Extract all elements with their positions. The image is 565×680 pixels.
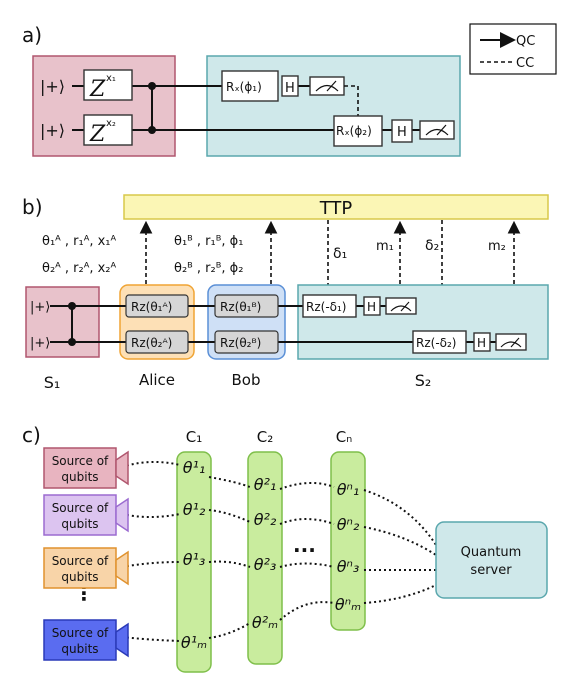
alice-params-1: θ₁ᴬ , r₁ᴬ, x₁ᴬ bbox=[42, 234, 116, 249]
z-gate-1-base: Z bbox=[89, 77, 106, 102]
theta-label-c2-2: θ²₂ bbox=[254, 510, 277, 529]
plus-state-a2: |+⟩ bbox=[40, 121, 65, 140]
measurement-icon-b1 bbox=[385, 297, 417, 315]
alice-params-2: θ₂ᴬ , r₂ᴬ, x₂ᴬ bbox=[42, 261, 116, 276]
h-gate-b1-label: H bbox=[367, 300, 376, 314]
alice-label: Alice bbox=[139, 371, 175, 389]
bob-label: Bob bbox=[232, 371, 261, 389]
h-gate-a1-label: H bbox=[285, 81, 295, 96]
ttp-box bbox=[123, 194, 549, 220]
delta2-label: δ₂ bbox=[425, 238, 439, 254]
quantum-server-box bbox=[435, 521, 548, 599]
horizontal-ellipsis: ... bbox=[293, 533, 316, 557]
theta-label-c2-4: θ²ₘ bbox=[252, 613, 278, 632]
measurement-icon-a2 bbox=[419, 120, 455, 140]
connections bbox=[121, 461, 437, 642]
source-label-line2: qubits bbox=[61, 517, 98, 531]
z-gate-2 bbox=[83, 114, 133, 146]
bob-gate-2-label: Rz(θ₂ᴮ) bbox=[220, 336, 261, 350]
theta-label-c2-3: θ²₃ bbox=[254, 555, 277, 574]
theta-label-c1-4: θ¹ₘ bbox=[181, 633, 207, 652]
rz-phi2-label: Rₓ(ϕ₂) bbox=[336, 124, 372, 138]
bob-params-2: θ₂ᴮ , r₂ᴮ, ϕ₂ bbox=[174, 261, 243, 276]
column-2-bar bbox=[247, 451, 283, 665]
measurement-icon-a1 bbox=[309, 76, 345, 96]
quantum-server-label-line1: Quantum bbox=[461, 545, 522, 560]
z-gate-2-exp: x₂ bbox=[106, 118, 116, 129]
s2-rz-delta1-label: Rz(-δ₁) bbox=[306, 300, 346, 314]
s2-label: S₂ bbox=[415, 371, 432, 390]
panel-a-label: a) bbox=[22, 23, 42, 47]
s1-label: S₁ bbox=[44, 373, 61, 392]
h-gate-b2-label: H bbox=[477, 336, 486, 350]
rz-phi1-gate bbox=[221, 70, 279, 102]
theta-label-c3-4: θⁿₘ bbox=[335, 595, 361, 614]
theta-label-c3-1: θⁿ₁ bbox=[337, 480, 360, 499]
source-label-line2: qubits bbox=[61, 642, 98, 656]
source-of-qubits-2: Source of qubits bbox=[43, 494, 129, 536]
source-of-qubits-4: Source of qubits bbox=[43, 619, 129, 661]
source-label-line2: qubits bbox=[61, 570, 98, 584]
h-gate-b1 bbox=[363, 296, 381, 316]
alice-gate-1 bbox=[125, 294, 189, 318]
bob-params-1: θ₁ᴮ , r₁ᴮ, ϕ₁ bbox=[174, 234, 243, 249]
panel-b-label: b) bbox=[22, 195, 43, 219]
m2-label: m₂ bbox=[488, 239, 506, 254]
alice-gate-1-label: Rz(θ₁ᴬ) bbox=[131, 300, 172, 314]
theta-label-c1-1: θ¹₁ bbox=[183, 458, 206, 477]
source-label-line1: Source of bbox=[52, 501, 109, 515]
bob-gate-2 bbox=[214, 330, 279, 354]
column-n-header: Cₙ bbox=[336, 428, 352, 446]
theta-label-c1-3: θ¹₃ bbox=[183, 550, 206, 569]
measurement-icon-b2 bbox=[495, 333, 527, 351]
source-label-line1: Source of bbox=[52, 454, 109, 468]
rz-phi2-gate bbox=[333, 115, 383, 147]
panel-c-label: c) bbox=[22, 423, 41, 447]
alice-gate-2 bbox=[125, 330, 189, 354]
h-gate-a2-label: H bbox=[397, 125, 407, 140]
legend-qc: QC bbox=[516, 34, 535, 49]
column-2-header: C₂ bbox=[257, 428, 274, 446]
s2-rz-delta1-gate bbox=[302, 294, 357, 318]
theta-label-c3-2: θⁿ₂ bbox=[337, 515, 360, 534]
plus-state-b1: |+⟩ bbox=[30, 300, 50, 315]
column-1-header: C₁ bbox=[186, 428, 203, 446]
h-gate-a2 bbox=[391, 119, 413, 143]
s2-rz-delta2-label: Rz(-δ₂) bbox=[416, 336, 456, 350]
bob-gate-1-label: Rz(θ₁ᴮ) bbox=[220, 300, 261, 314]
source-label-line1: Source of bbox=[52, 554, 109, 568]
plus-state-a1: |+⟩ bbox=[40, 77, 65, 96]
theta-label-c3-3: θⁿ₃ bbox=[337, 557, 360, 576]
source-of-qubits-3: Source of qubits bbox=[43, 547, 129, 589]
z-gate-2-base: Z bbox=[89, 122, 106, 147]
z-gate-1-exp: x₁ bbox=[106, 73, 116, 84]
theta-label-c2-1: θ²₁ bbox=[254, 475, 277, 494]
delta1-label: δ₁ bbox=[333, 246, 347, 262]
source-label-line1: Source of bbox=[52, 626, 109, 640]
m1-label: m₁ bbox=[376, 239, 394, 254]
column-n-bar bbox=[330, 451, 366, 631]
alice-gate-2-label: Rz(θ₂ᴬ) bbox=[131, 336, 172, 350]
source-label-line2: qubits bbox=[61, 470, 98, 484]
source-of-qubits-1: Source of qubits bbox=[43, 447, 129, 489]
rz-phi1-label: Rₓ(ϕ₁) bbox=[226, 80, 262, 94]
quantum-server-label-line2: server bbox=[470, 563, 512, 578]
s2-rz-delta2-gate bbox=[412, 330, 467, 354]
legend: QC CC bbox=[469, 23, 557, 75]
h-gate-a1 bbox=[281, 75, 299, 97]
bob-gate-1 bbox=[214, 294, 279, 318]
legend-cc: CC bbox=[516, 56, 534, 71]
s1-box bbox=[25, 286, 100, 358]
ttp-label: TTP bbox=[319, 198, 353, 219]
h-gate-b2 bbox=[473, 332, 491, 352]
plus-state-b2: |+⟩ bbox=[30, 336, 50, 351]
theta-label-c1-2: θ¹₂ bbox=[183, 500, 206, 519]
z-gate-1 bbox=[83, 69, 133, 101]
